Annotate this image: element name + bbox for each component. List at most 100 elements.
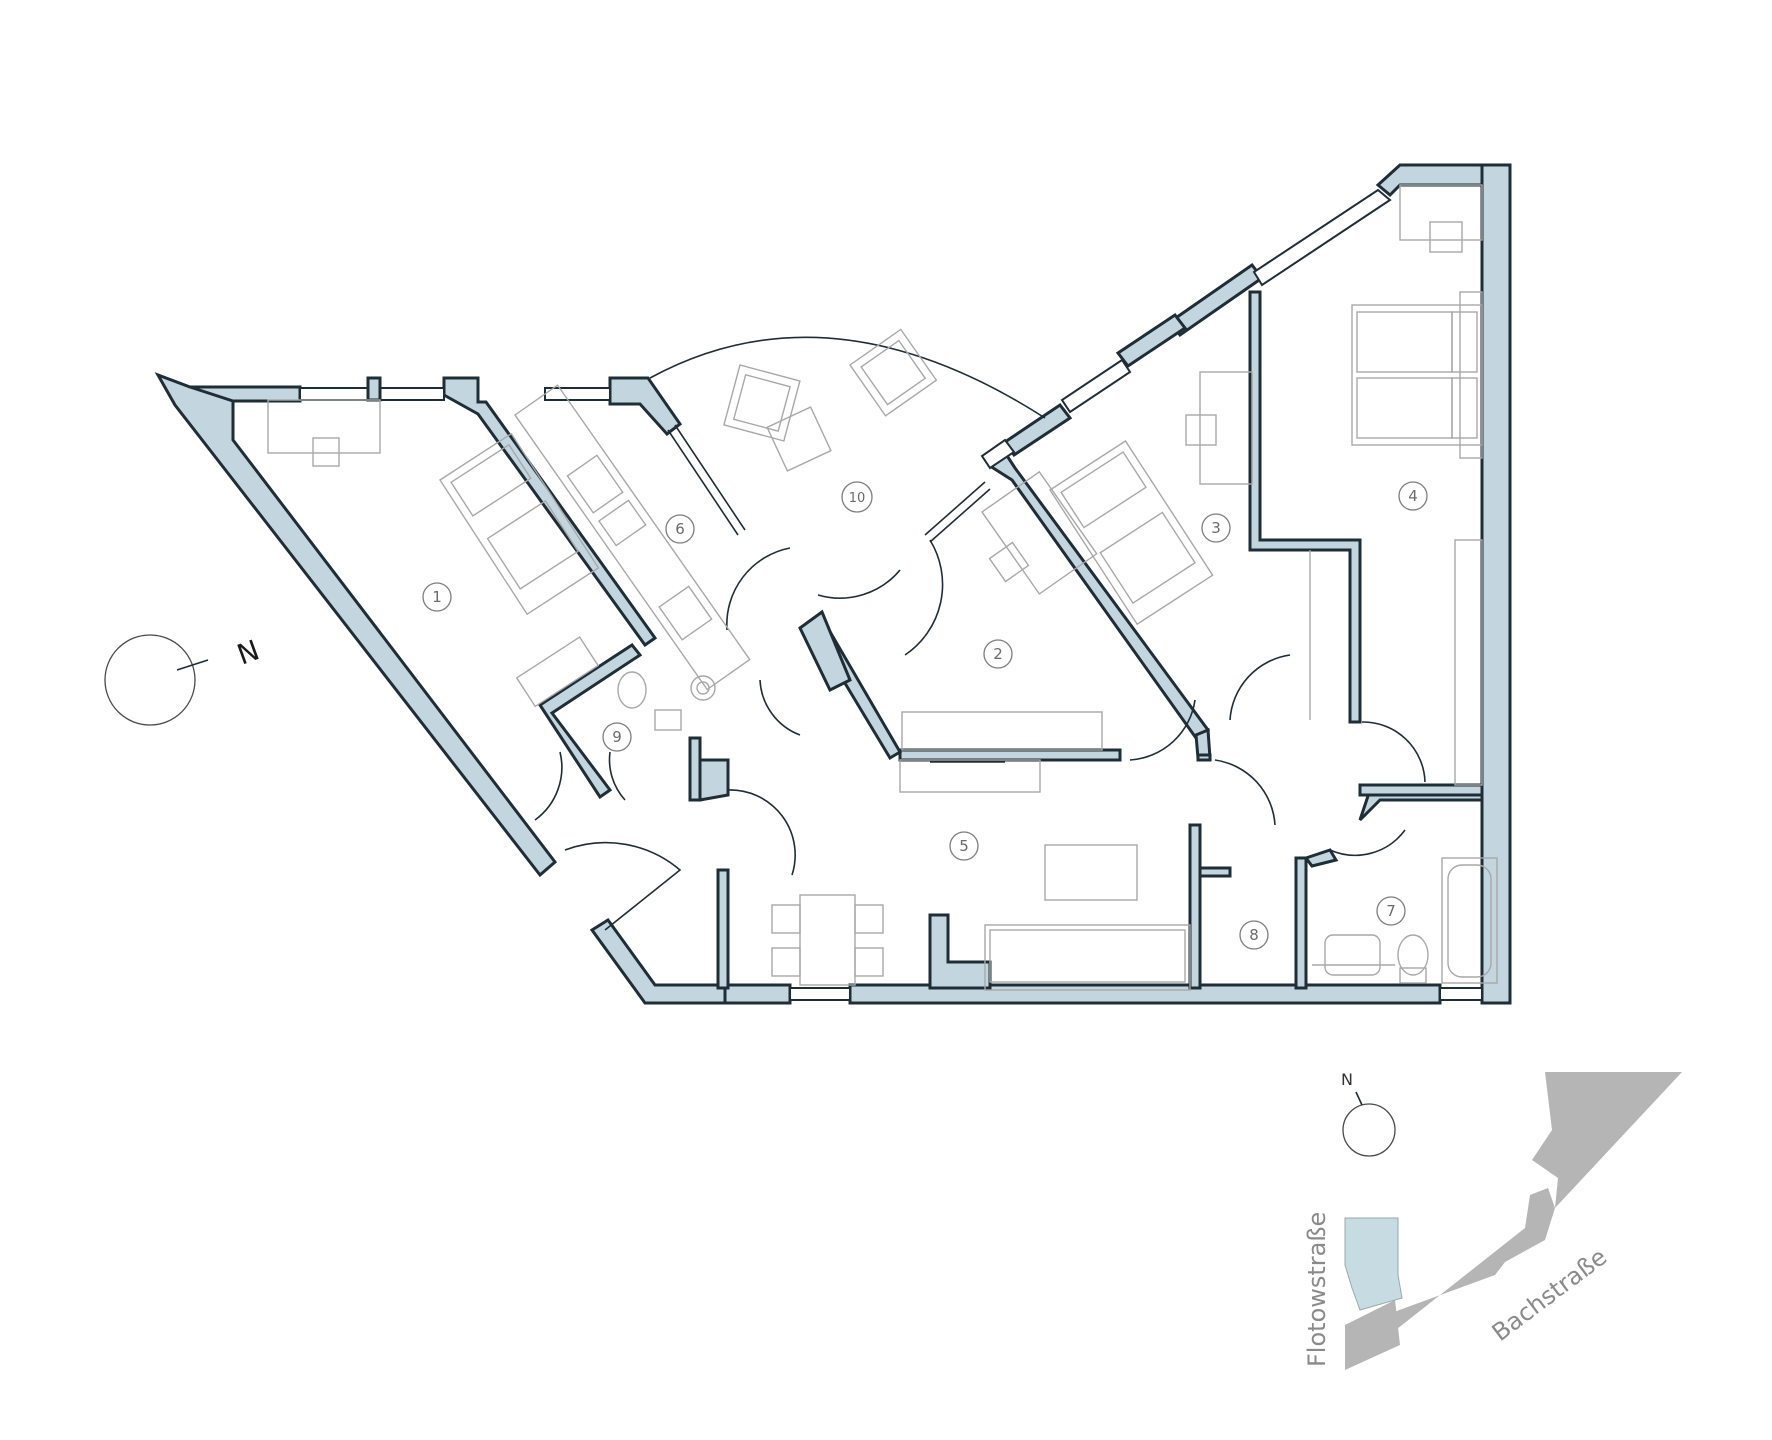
room-label-2: 2 [983, 639, 1013, 669]
wall-living-stub [928, 913, 992, 990]
window-room1-b [379, 387, 445, 401]
site-building-highlight [1344, 1217, 1403, 1311]
bay-glass-room6-2 [667, 429, 739, 536]
door-room9 [608, 751, 626, 801]
svg-text:5: 5 [959, 837, 969, 855]
site-plan: N Flotowstraße Bachstraße [1303, 1070, 1682, 1370]
window-ne-b [1060, 358, 1132, 414]
compass-icon: N [104, 633, 264, 726]
bed-icon [1049, 440, 1214, 626]
toilet-icon [617, 671, 682, 731]
wall-southwest [589, 917, 727, 1005]
wall-room1-room6 [442, 376, 658, 648]
svg-text:3: 3 [1211, 519, 1221, 537]
walls [154, 163, 1512, 1005]
armchair-icon [723, 364, 801, 442]
window-mullion-room1 [366, 376, 382, 402]
door-room10-room2 [817, 569, 901, 599]
door-room3 [1229, 654, 1291, 721]
door-room7 [1329, 829, 1406, 857]
toilet-icon [1397, 934, 1429, 984]
room-label-3: 3 [1201, 513, 1231, 543]
wall-northeast-top [1375, 163, 1484, 198]
street-label-flotowstrasse: Flotowstraße [1303, 1212, 1331, 1367]
door-room1 [534, 751, 563, 821]
site-building-lower-left [1345, 1300, 1400, 1370]
doors [534, 539, 1426, 931]
door-living [759, 679, 801, 736]
bay-glass-room2-2 [929, 488, 991, 543]
wall-northeast-diagonal-c [1002, 402, 1073, 458]
svg-text:4: 4 [1408, 487, 1418, 505]
desk-room2 [981, 470, 1098, 595]
wall-south [723, 983, 792, 1005]
window-ne-a [1252, 188, 1392, 287]
wall-room3-room4 [1248, 290, 1362, 724]
dining-table [799, 894, 856, 986]
chair-room1 [312, 437, 340, 467]
svg-text:6: 6 [675, 520, 685, 538]
wardrobe-room1 [515, 636, 600, 708]
bed-icon [439, 432, 600, 616]
wall-room4-south [1358, 783, 1484, 797]
room-label-4: 4 [1398, 481, 1428, 511]
windows [299, 188, 1483, 1001]
wall-hall-east [1196, 753, 1212, 762]
bed-icon [1351, 291, 1483, 459]
chair-room3 [1185, 414, 1217, 446]
tv-unit [899, 759, 1041, 793]
wall-room2-south [898, 748, 1122, 762]
room-label-5: 5 [949, 831, 979, 861]
wall-room8-stub [1198, 866, 1232, 878]
window-room1-a [299, 387, 369, 401]
wall-room8-east [1294, 856, 1308, 990]
sideboard-room2 [901, 711, 1103, 751]
chair-room2 [988, 541, 1030, 583]
site-north-label: N [1341, 1070, 1353, 1089]
side-table-room10 [766, 406, 832, 472]
room-label-9: 9 [602, 722, 632, 752]
door-entry [564, 841, 682, 931]
wall-west-diagonal [154, 372, 558, 878]
compass-north-label: N [233, 633, 264, 671]
wall-room9-east [688, 736, 702, 802]
room-label-7: 7 [1376, 896, 1406, 926]
wall-room7-west [1303, 848, 1339, 868]
door-hall-room8 [1214, 759, 1276, 826]
wall-dining-west [716, 868, 730, 990]
window-room6 [544, 387, 611, 401]
wall-room9 [537, 642, 643, 800]
wardrobe-room4 [1454, 539, 1483, 786]
desk-room1 [267, 399, 381, 454]
bay-glass-room6 [674, 424, 746, 531]
door-room6-room10 [726, 547, 791, 631]
svg-text:2: 2 [993, 645, 1003, 663]
armchair-icon [849, 328, 938, 417]
sofa-icon [984, 924, 1191, 991]
svg-text:10: 10 [849, 491, 866, 506]
sink-icon [1324, 934, 1381, 976]
room-labels: 1 2 3 4 5 6 7 8 [422, 481, 1428, 950]
svg-text:1: 1 [432, 588, 442, 606]
room-label-1: 1 [422, 582, 452, 612]
door-room6-hall [727, 789, 796, 876]
svg-text:7: 7 [1386, 902, 1396, 920]
wall-room2-room3 [983, 442, 1211, 741]
door-room2-hall [1129, 699, 1196, 761]
bay-arc-room10 [649, 336, 1046, 419]
chair-room4 [1429, 221, 1463, 253]
window-south-dining [789, 987, 851, 1001]
room-label-6: 6 [665, 514, 695, 544]
door-room2-leaf [904, 539, 944, 656]
furniture [267, 184, 1498, 991]
wall-north-room6 [608, 376, 683, 437]
bay-glass-room2 [924, 481, 986, 536]
stove-icon [658, 585, 713, 641]
stove-icon [690, 675, 716, 701]
table-icon [1044, 844, 1138, 901]
kitchen-counter [514, 384, 751, 691]
site-compass-icon: N [1341, 1070, 1396, 1157]
room-label-8: 8 [1239, 920, 1269, 950]
svg-text:9: 9 [612, 728, 622, 746]
